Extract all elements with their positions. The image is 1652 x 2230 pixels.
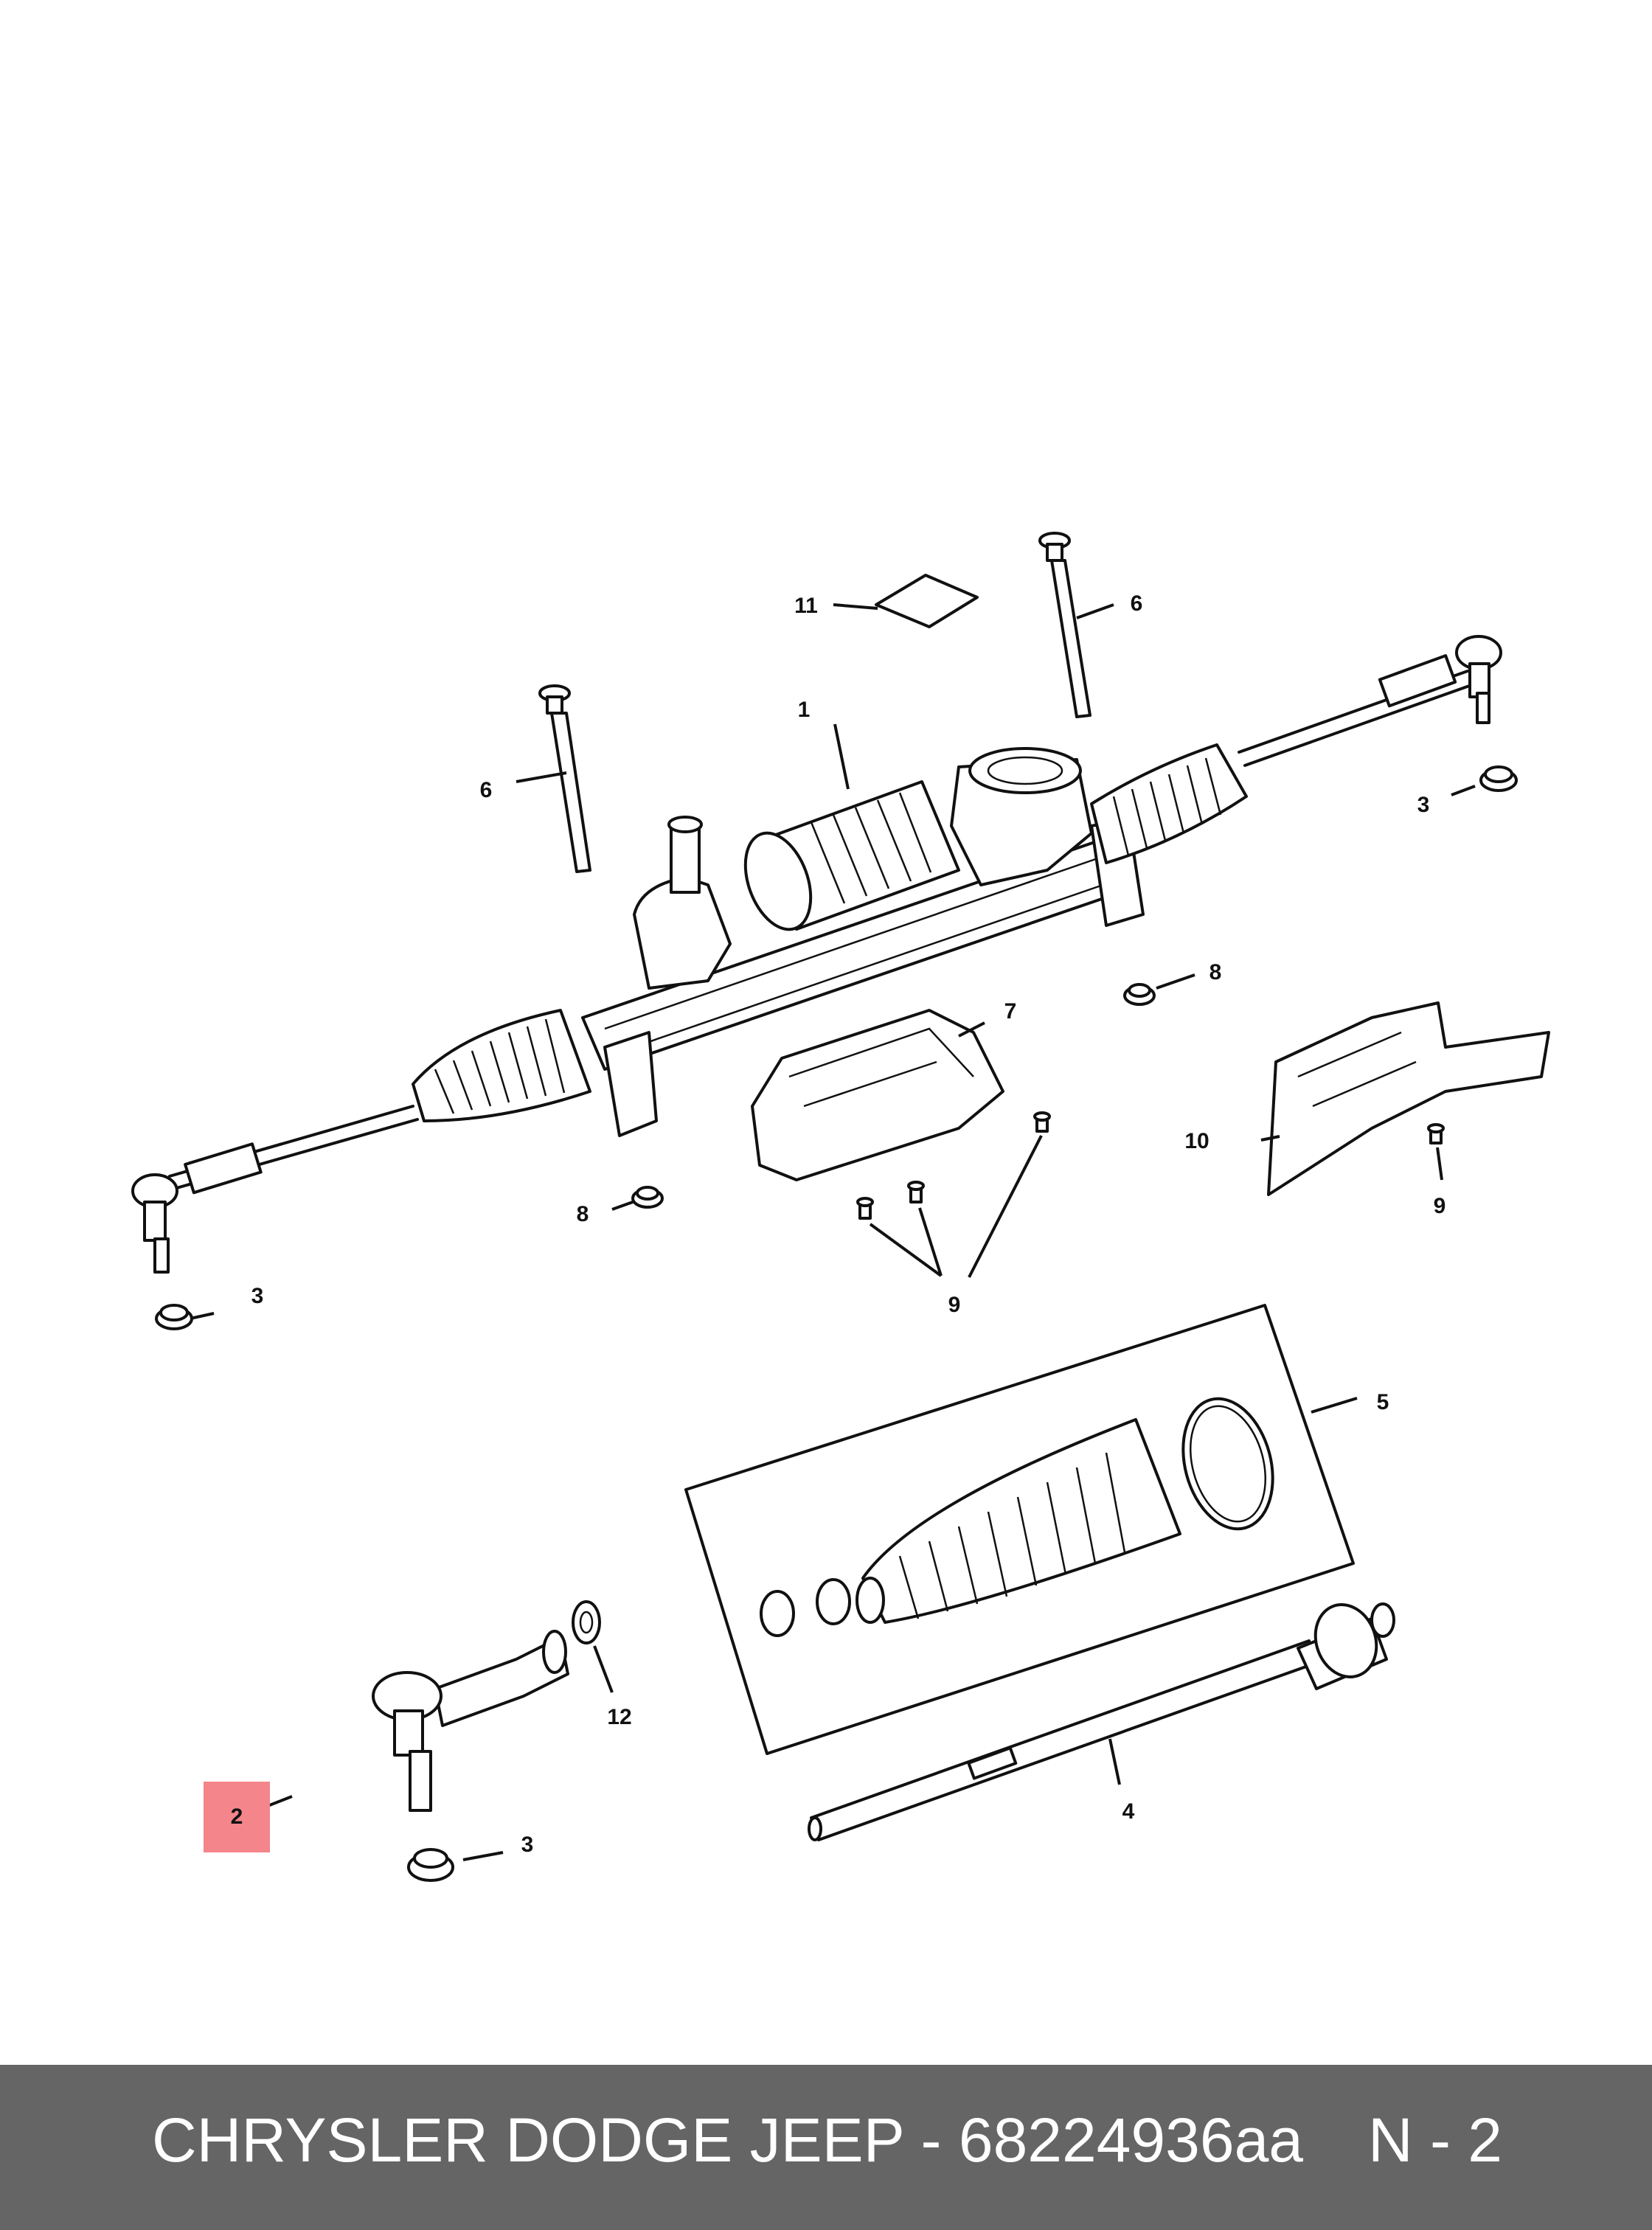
- callout-11: 11: [794, 594, 818, 618]
- callout-6-left: 6: [479, 778, 493, 802]
- footer-bar: CHRYSLER DODGE JEEP - 68224936aa N - 2: [0, 2065, 1652, 2230]
- steering-rack-assembly: [131, 635, 1502, 1274]
- page-indicator: N - 2: [1368, 2105, 1503, 2175]
- boot-clamp-small: [816, 1578, 851, 1625]
- heat-shield: [751, 1009, 1004, 1181]
- nut-right-upper: [1479, 765, 1518, 792]
- inner-tie-rod: [808, 1602, 1395, 1841]
- screw-c: [1033, 1111, 1051, 1133]
- boot-kit-bellows: [856, 1418, 1181, 1624]
- screw-d: [1427, 1123, 1445, 1144]
- callout-3-upper-right: 3: [1417, 793, 1430, 817]
- nut-tie-rod-end: [407, 1848, 454, 1882]
- outer-tie-rod-end: [372, 1630, 569, 1812]
- jam-nut: [572, 1600, 601, 1644]
- callout-8-left: 8: [576, 1202, 589, 1226]
- boot-kit-box: [684, 1304, 1355, 1755]
- callout-12: 12: [607, 1705, 632, 1729]
- callout-9-right: 9: [1433, 1194, 1446, 1218]
- label-sheet: [875, 574, 979, 628]
- callout-4: 4: [1122, 1799, 1135, 1824]
- callout-3-bottom: 3: [521, 1833, 534, 1857]
- part-caption: CHRYSLER DODGE JEEP - 68224936aa: [152, 2105, 1304, 2175]
- flange-nut-right: [1123, 983, 1156, 1006]
- callout-8-right: 8: [1209, 960, 1222, 984]
- callout-7: 7: [1004, 999, 1017, 1024]
- jam-nut-small: [760, 1590, 795, 1637]
- mounting-bolt-right: [1038, 532, 1092, 718]
- callout-5: 5: [1376, 1390, 1389, 1414]
- callout-6-right: 6: [1130, 591, 1143, 616]
- boot-clamp-ring: [1181, 1397, 1274, 1531]
- callout-10: 10: [1184, 1129, 1210, 1153]
- screw-b: [907, 1181, 925, 1203]
- callout-3-left: 3: [251, 1284, 264, 1308]
- leader-lines: [190, 603, 1476, 1861]
- screw-a: [856, 1197, 874, 1220]
- mounting-bolt-left: [538, 684, 591, 873]
- callout-2-highlighted: 2: [204, 1782, 270, 1852]
- bracket: [1267, 1001, 1550, 1196]
- callout-9-center: 9: [948, 1293, 961, 1317]
- callout-1: 1: [797, 698, 811, 722]
- nut-left-lower: [155, 1304, 193, 1330]
- flange-nut-left: [631, 1186, 664, 1209]
- steering-gear-exploded-diagram: [131, 532, 1550, 1882]
